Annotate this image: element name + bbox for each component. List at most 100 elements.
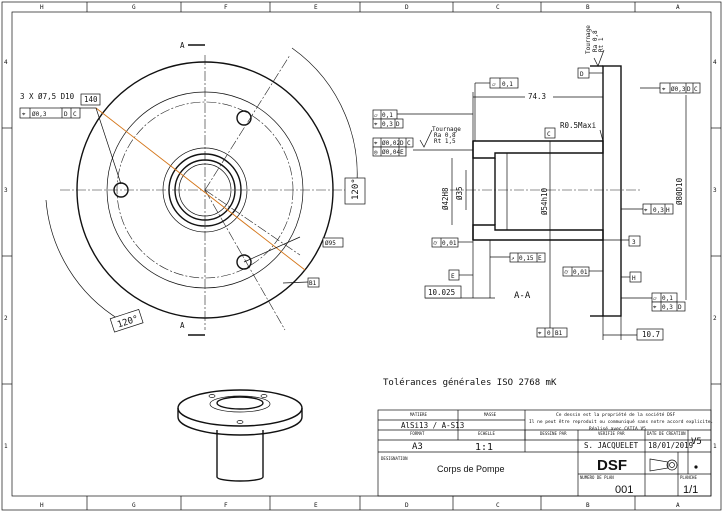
diameter-95-label: Ø95 xyxy=(325,240,336,247)
projection-symbol-icon xyxy=(649,458,698,472)
bolt-hole-bottom xyxy=(236,254,252,270)
svg-text:D: D xyxy=(64,111,68,118)
zone-col-top-D: D xyxy=(405,4,409,11)
svg-text:◎: ◎ xyxy=(374,149,378,156)
dim-10-7: 10.7 xyxy=(642,330,660,339)
svg-text:Ø0,3: Ø0,3 xyxy=(32,111,47,118)
planche-label: PLANCHE xyxy=(680,475,697,480)
svg-text:0,1: 0,1 xyxy=(382,112,393,119)
svg-text:D: D xyxy=(400,140,404,147)
zone-row-right-4: 4 xyxy=(713,59,717,66)
svg-text:0,3: 0,3 xyxy=(653,207,664,214)
svg-text:0,3: 0,3 xyxy=(662,304,673,311)
zone-col-bottom-D: D xyxy=(405,502,409,509)
position-h-frame: ⌖ 0,3 H xyxy=(642,203,674,215)
format-value: A3 xyxy=(412,442,423,452)
dia-35: Ø35 xyxy=(455,186,464,200)
svg-text:B1: B1 xyxy=(555,330,563,337)
zone-col-top-A: A xyxy=(676,4,680,11)
svg-text:⌖: ⌖ xyxy=(374,121,378,128)
svg-text:D: D xyxy=(687,86,691,93)
svg-text:⌭: ⌭ xyxy=(564,269,569,276)
radius-note: R0.5Maxi xyxy=(560,121,596,130)
tube-wall-lower xyxy=(472,224,604,241)
svg-text:⌭: ⌭ xyxy=(433,240,438,247)
zone-row-right-1: 1 xyxy=(713,443,717,450)
datum-d: D xyxy=(580,71,584,78)
cyl-left-frame: ⌭ 0,01 xyxy=(431,237,459,248)
svg-text:⌖: ⌖ xyxy=(538,330,542,337)
svg-text:⌖: ⌖ xyxy=(644,207,648,214)
notice-line-2: Il ne peut être reproduit ou communiqué … xyxy=(529,418,713,425)
svg-text:Ø0,02: Ø0,02 xyxy=(382,140,400,147)
svg-text:↗: ↗ xyxy=(511,255,515,262)
plan-value: 001 xyxy=(615,484,633,496)
svg-text:Ø0,04: Ø0,04 xyxy=(382,149,400,156)
svg-text:▱: ▱ xyxy=(492,81,496,88)
svg-text:⌖: ⌖ xyxy=(653,304,657,311)
dessine-label: DESSINE PAR xyxy=(540,431,567,436)
datum-c: C xyxy=(547,131,551,138)
zone-col-top-C: C xyxy=(496,4,500,11)
zone-row-right-2: 2 xyxy=(713,315,717,322)
echelle-label: ECHELLE xyxy=(478,431,495,436)
zone-col-bottom-E: E xyxy=(314,502,318,509)
zone-row-right-3: 3 xyxy=(713,187,717,194)
zone-col-bottom-A: A xyxy=(676,502,680,509)
dia-42h8: Ø42H8 xyxy=(441,187,450,210)
svg-text:Ø0,3: Ø0,3 xyxy=(671,86,686,93)
designation-value: Corps de Pompe xyxy=(437,464,505,474)
dim-10-025: 10.025 xyxy=(428,288,455,297)
zone-col-bottom-G: G xyxy=(132,502,136,509)
svg-text:E: E xyxy=(538,255,542,262)
svg-text:0,01: 0,01 xyxy=(573,269,588,276)
svg-text:C: C xyxy=(407,140,411,147)
svg-text:0,15: 0,15 xyxy=(519,255,534,262)
svg-text:Ra 0,8: Ra 0,8 xyxy=(434,132,456,139)
zone-row-left-4: 4 xyxy=(4,59,8,66)
title-block xyxy=(377,409,712,497)
section-title: A-A xyxy=(514,291,531,301)
svg-text:▱: ▱ xyxy=(653,295,657,302)
designation-label: DESIGNATION xyxy=(381,456,408,461)
svg-text:⌖: ⌖ xyxy=(374,140,378,147)
svg-text:H: H xyxy=(666,207,670,214)
outer-arc-left xyxy=(45,199,121,321)
planche-value: 1/1 xyxy=(683,484,698,496)
matiere-label: MATIERE xyxy=(410,412,427,417)
company-logo: DSF xyxy=(597,457,627,474)
svg-text:D: D xyxy=(396,121,400,128)
format-label: FORMAT xyxy=(410,431,425,436)
svg-text:▱: ▱ xyxy=(374,112,378,119)
svg-text:Ra 0,8: Ra 0,8 xyxy=(592,30,599,52)
outer-arc-right xyxy=(291,47,358,201)
notice-line-3: Réalisé avec CATIA V5 xyxy=(589,425,646,432)
zone-letters: H G F E D C B A H G F E D C B A 4 3 2 1 … xyxy=(4,4,717,509)
runout-frame: ↗ 0,15 E xyxy=(509,252,546,263)
position-bottom-frame: ⌖ 0 B1 xyxy=(536,327,568,338)
date-label: DATE DE CREATION xyxy=(647,431,686,436)
coaxiality-frames: ⌖ Ø0,02 D C ◎ Ø0,04 E xyxy=(372,137,414,157)
matiere-value: AlSi13 / A-S13 xyxy=(401,421,464,430)
svg-text:Rt 1,5: Rt 1,5 xyxy=(434,138,456,145)
angle-120-right: 120° xyxy=(351,178,361,200)
zone-col-top-B: B xyxy=(586,4,590,11)
cyl-mid-frame: ⌭ 0,01 xyxy=(562,266,590,277)
zone-row-left-1: 1 xyxy=(4,443,8,450)
inner-frame xyxy=(11,11,712,497)
svg-text:⌖: ⌖ xyxy=(662,86,666,93)
svg-text:0,3: 0,3 xyxy=(382,121,393,128)
dim-3: 3 xyxy=(632,239,636,246)
zone-col-top-F: F xyxy=(224,4,228,11)
dia-54h10: Ø54h10 xyxy=(540,187,549,215)
svg-text:0,01: 0,01 xyxy=(442,240,457,247)
svg-text:0,1: 0,1 xyxy=(662,295,673,302)
holes-note: 3 X Ø7,5 D10 xyxy=(20,92,75,101)
flange-section xyxy=(602,65,622,317)
front-view: A A 120° 120° 3 X Ø7,5 D10 140 ⌖ Ø0,3 D … xyxy=(19,41,366,336)
zone-row-left-2: 2 xyxy=(4,315,8,322)
position-right-frame: ⌖ Ø0,3 D C xyxy=(659,82,701,94)
tube-wall-upper xyxy=(472,140,604,159)
verifie-value: S. JACQUELET xyxy=(584,441,639,450)
